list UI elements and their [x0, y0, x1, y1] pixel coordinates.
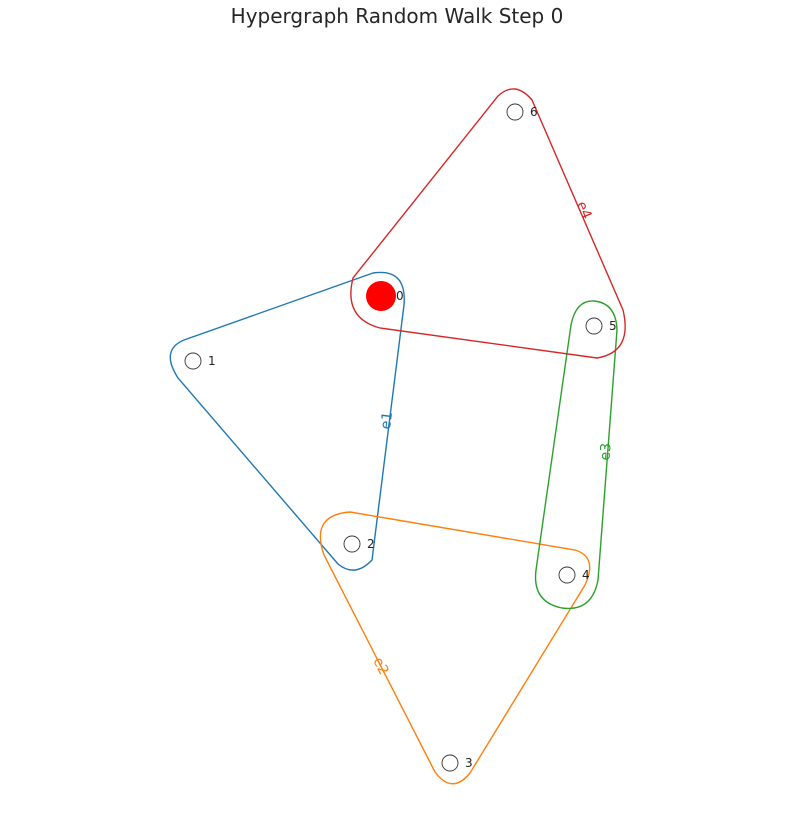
node-3-label: 3	[465, 756, 473, 770]
hyperedge-e4-hull	[350, 88, 626, 359]
node-6-label: 6	[530, 105, 538, 119]
node-4: 4	[558, 566, 590, 584]
node-3: 3	[441, 754, 473, 772]
node-1-label: 1	[208, 354, 216, 368]
hyperedge-e1-label: e1	[378, 411, 396, 430]
node-2-label: 2	[367, 537, 375, 551]
hyperedge-e3-hull	[534, 300, 618, 610]
node-1-circle	[184, 352, 202, 370]
hyperedge-e2-label: e2	[369, 655, 391, 678]
hyperedge-e4-label: e4	[573, 199, 595, 221]
random-walker-marker	[366, 281, 396, 311]
node-5-label: 5	[609, 319, 617, 333]
hyperedge-e3-label: e3	[597, 442, 614, 461]
node-0-label: 0	[396, 289, 404, 303]
node-5: 5	[585, 317, 617, 335]
node-5-circle	[585, 317, 603, 335]
node-2: 2	[343, 535, 375, 553]
node-4-label: 4	[582, 568, 590, 582]
hyperedge-e2-hull	[319, 511, 591, 785]
node-6-circle	[506, 103, 524, 121]
node-6: 6	[506, 103, 538, 121]
node-3-circle	[441, 754, 459, 772]
chart-title: Hypergraph Random Walk Step 0	[230, 4, 564, 28]
hyperedge-e1-hull	[169, 271, 405, 571]
node-1: 1	[184, 352, 216, 370]
node-2-circle	[343, 535, 361, 553]
node-4-circle	[558, 566, 576, 584]
